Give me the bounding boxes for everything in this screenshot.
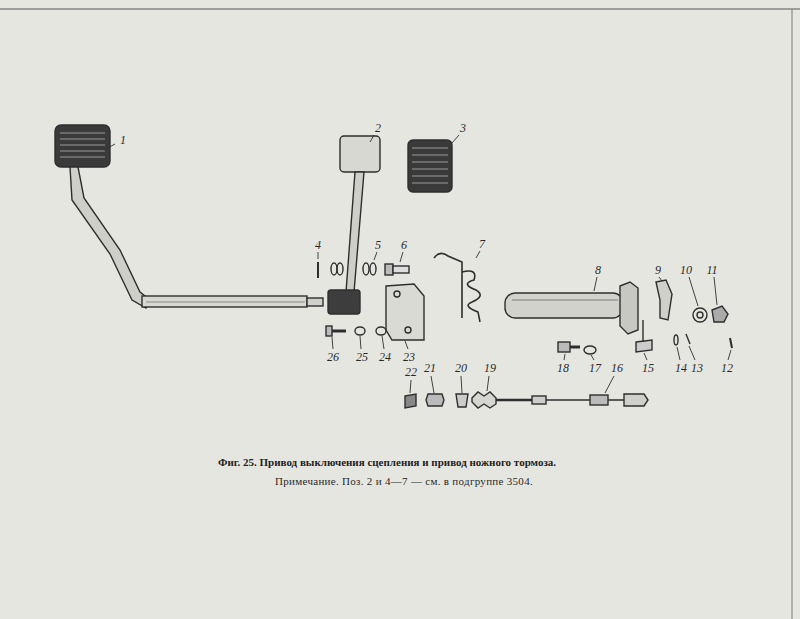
callout-number: 9 bbox=[655, 264, 661, 276]
callout-number: 4 bbox=[315, 239, 321, 251]
figure-caption: Фиг. 25. Привод выключения сцепления и п… bbox=[218, 456, 556, 468]
callout-number: 17 bbox=[589, 362, 601, 374]
callout-number: 14 bbox=[675, 362, 687, 374]
note-text: Примечание. Поз. 2 и 4—7 — см. в подгруп… bbox=[275, 476, 533, 487]
callout-number: 19 bbox=[484, 362, 496, 374]
callout-number: 22 bbox=[405, 366, 417, 378]
brake-pedal bbox=[328, 136, 380, 314]
callout-number: 23 bbox=[403, 351, 415, 363]
callout-number: 25 bbox=[356, 351, 368, 363]
callout-number: 8 bbox=[595, 264, 601, 276]
callout-number: 3 bbox=[460, 122, 466, 134]
callout-number: 26 bbox=[327, 351, 339, 363]
callout-number: 10 bbox=[680, 264, 692, 276]
callout-number: 12 bbox=[721, 362, 733, 374]
callout-number: 6 bbox=[401, 239, 407, 251]
pedal-pad bbox=[408, 140, 452, 192]
callout-number: 20 bbox=[455, 362, 467, 374]
callout-number: 18 bbox=[557, 362, 569, 374]
callout-number: 5 bbox=[375, 239, 381, 251]
callout-number: 21 bbox=[424, 362, 436, 374]
callout-number: 7 bbox=[479, 238, 485, 250]
callout-number: 13 bbox=[691, 362, 703, 374]
callout-number: 15 bbox=[642, 362, 654, 374]
callout-number: 2 bbox=[375, 122, 381, 134]
callout-number: 11 bbox=[706, 264, 717, 276]
callout-number: 16 bbox=[611, 362, 623, 374]
callout-number: 1 bbox=[120, 134, 126, 146]
callout-number: 24 bbox=[379, 351, 391, 363]
clutch-pedal bbox=[55, 125, 323, 308]
